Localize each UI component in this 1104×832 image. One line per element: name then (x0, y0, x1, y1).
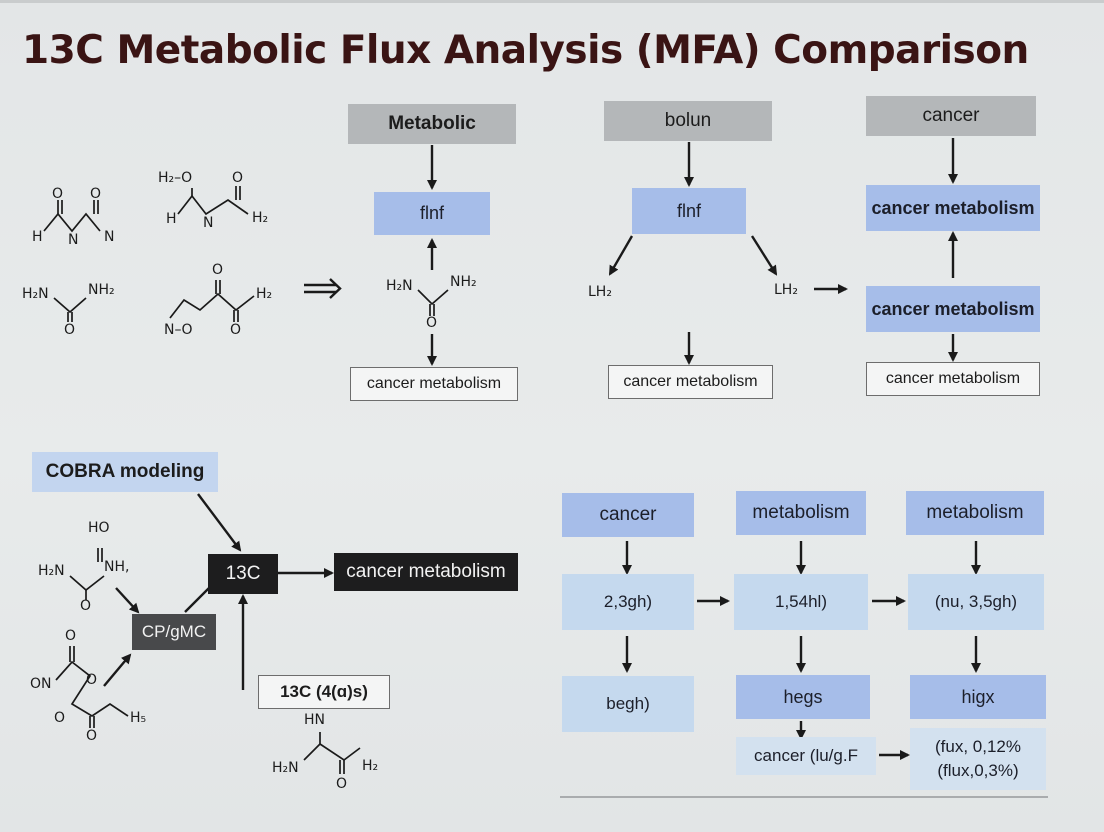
panel1-chem-oxygen: O (426, 315, 438, 331)
panel1-node: flnf (374, 192, 490, 235)
m4-no: N–O (164, 322, 193, 338)
bottom-divider (560, 796, 1048, 798)
m2-h2: H₂ (252, 210, 269, 226)
m4-oxygen-2: O (230, 322, 242, 338)
molecule-bonds (43, 186, 449, 774)
arrow-chem-to-cp (115, 587, 140, 614)
cobra-output: cancer metabolism (334, 553, 518, 591)
arrow-chem2-to-cp (103, 653, 132, 687)
cobra-chem2-o4: O (86, 728, 98, 744)
grid-row1-cell-2: 1,54hl) (734, 574, 868, 630)
m3-oxygen: O (64, 322, 76, 338)
cobra-iso-label: 13C (4(ɑ)s) (258, 675, 390, 709)
m2-oxygen: O (232, 170, 244, 186)
grid-sub-right: (fux, 0,12% (flux,0,3%) (910, 728, 1046, 790)
m4-oxygen-1: O (212, 262, 224, 278)
grid-row2-cell-2: hegs (736, 675, 870, 719)
cobra-chem2-o2: O (86, 672, 98, 688)
cobra-chem3-hn: HN (304, 712, 325, 728)
panel3-header: cancer (866, 96, 1036, 136)
grid-header-2: metabolism (736, 491, 866, 535)
panel2-right-label: LH₂ (774, 282, 798, 298)
grid-sub-right-line-2: (flux,0,3%) (937, 761, 1019, 780)
cobra-chem3-o: O (336, 776, 348, 792)
m2-top-label: H₂–O (158, 170, 193, 186)
m4-h2: H₂ (256, 286, 273, 302)
grid-header-1: cancer (562, 493, 694, 537)
grid-row1-cell-1: 2,3gh) (562, 574, 694, 630)
m1-oxygen-1: O (52, 186, 64, 202)
grid-row2-cell-1: begh) (562, 676, 694, 732)
m1-nitrogen-2: N (104, 229, 115, 245)
cobra-chem-o: O (80, 598, 92, 614)
cobra-cp-node: CP/gMC (132, 614, 216, 650)
panel1-chem-right: NH₂ (450, 274, 477, 290)
grid-row2-cell-3: higx (910, 675, 1046, 719)
panel1-output: cancer metabolism (350, 367, 518, 401)
panel2-left-label: LH₂ (588, 284, 612, 300)
m1-hydrogen: H (32, 229, 43, 245)
cobra-chem2-o3: O (54, 710, 66, 726)
cobra-modeling-label: COBRA modeling (32, 452, 218, 492)
grid-sub-right-line-1: (fux, 0,12% (935, 737, 1021, 756)
grid-sub-left: cancer (lu/g.F (736, 737, 876, 775)
m1-oxygen-2: O (90, 186, 102, 202)
panel3-node-a: cancer metabolism (866, 185, 1040, 231)
grid-row1-cell-3: (nu, 3,5gh) (908, 574, 1044, 630)
arrow-cobra-to-13c (197, 493, 242, 552)
line-cp-to-13c (184, 586, 211, 613)
cobra-chem2-on: ON (30, 676, 52, 692)
arrow-flnf-to-left (608, 235, 634, 276)
page-title: 13C Metabolic Flux Analysis (MFA) Compar… (22, 28, 1029, 73)
arrow-flnf-to-right (750, 235, 778, 276)
panel2-header: bolun (604, 101, 772, 141)
cobra-chem3-h2n: H₂N (272, 760, 299, 776)
panel3-output: cancer metabolism (866, 362, 1040, 396)
cobra-13c-node: 13C (208, 554, 278, 594)
panel3-node-b: cancer metabolism (866, 286, 1040, 332)
panel1-header: Metabolic (348, 104, 516, 144)
cobra-chem-nh: NH, (104, 559, 130, 575)
cobra-chem-h2n: H₂N (38, 563, 65, 579)
m3-left: H₂N (22, 286, 49, 302)
cobra-chem3-h2: H₂ (362, 758, 379, 774)
cobra-chem2-h5: H₅ (130, 710, 147, 726)
m1-nitrogen-1: N (68, 232, 79, 248)
panel2-node: flnf (632, 188, 746, 234)
top-edge (0, 0, 1104, 3)
double-arrow-head (329, 278, 342, 299)
panel2-output: cancer metabolism (608, 365, 773, 399)
grid-header-3: metabolism (906, 491, 1044, 535)
cobra-chem2-o: O (65, 628, 77, 644)
m3-right: NH₂ (88, 282, 115, 298)
m2-hydrogen: H (166, 211, 177, 227)
cobra-chem-ho: HO (88, 520, 110, 536)
panel1-chem-left: H₂N (386, 278, 413, 294)
m2-nitrogen: N (203, 215, 214, 231)
